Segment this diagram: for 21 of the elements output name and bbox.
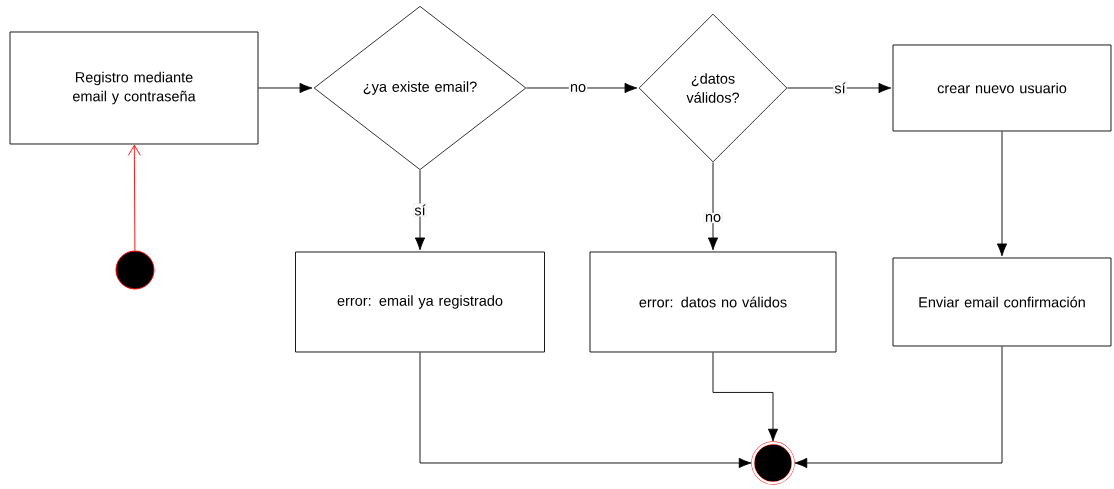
arrow: [258, 82, 313, 94]
process-box: Registro mediante email y contraseña: [9, 31, 259, 145]
arrow: [419, 352, 752, 469]
arrow: [996, 131, 1008, 257]
edge-label: no: [703, 212, 723, 224]
edge-label: sí: [833, 81, 847, 95]
arrow: [794, 346, 1003, 469]
arrow: [127, 144, 141, 251]
end-circle: [751, 441, 795, 485]
process-box: error: email ya registrado: [295, 251, 545, 353]
process-box: error: datos no válidos: [589, 251, 837, 353]
process-box: crear nuevo usuario: [892, 44, 1112, 132]
edge-label: sí: [413, 203, 427, 217]
arrow: [786, 82, 892, 94]
arrow: [712, 352, 779, 442]
arrow: [707, 161, 719, 251]
start-circle: [115, 250, 155, 290]
process-box: Enviar email confirmación: [892, 257, 1112, 347]
arrow: [414, 169, 426, 251]
arrow: [525, 82, 638, 94]
edge-label: no: [568, 82, 588, 94]
